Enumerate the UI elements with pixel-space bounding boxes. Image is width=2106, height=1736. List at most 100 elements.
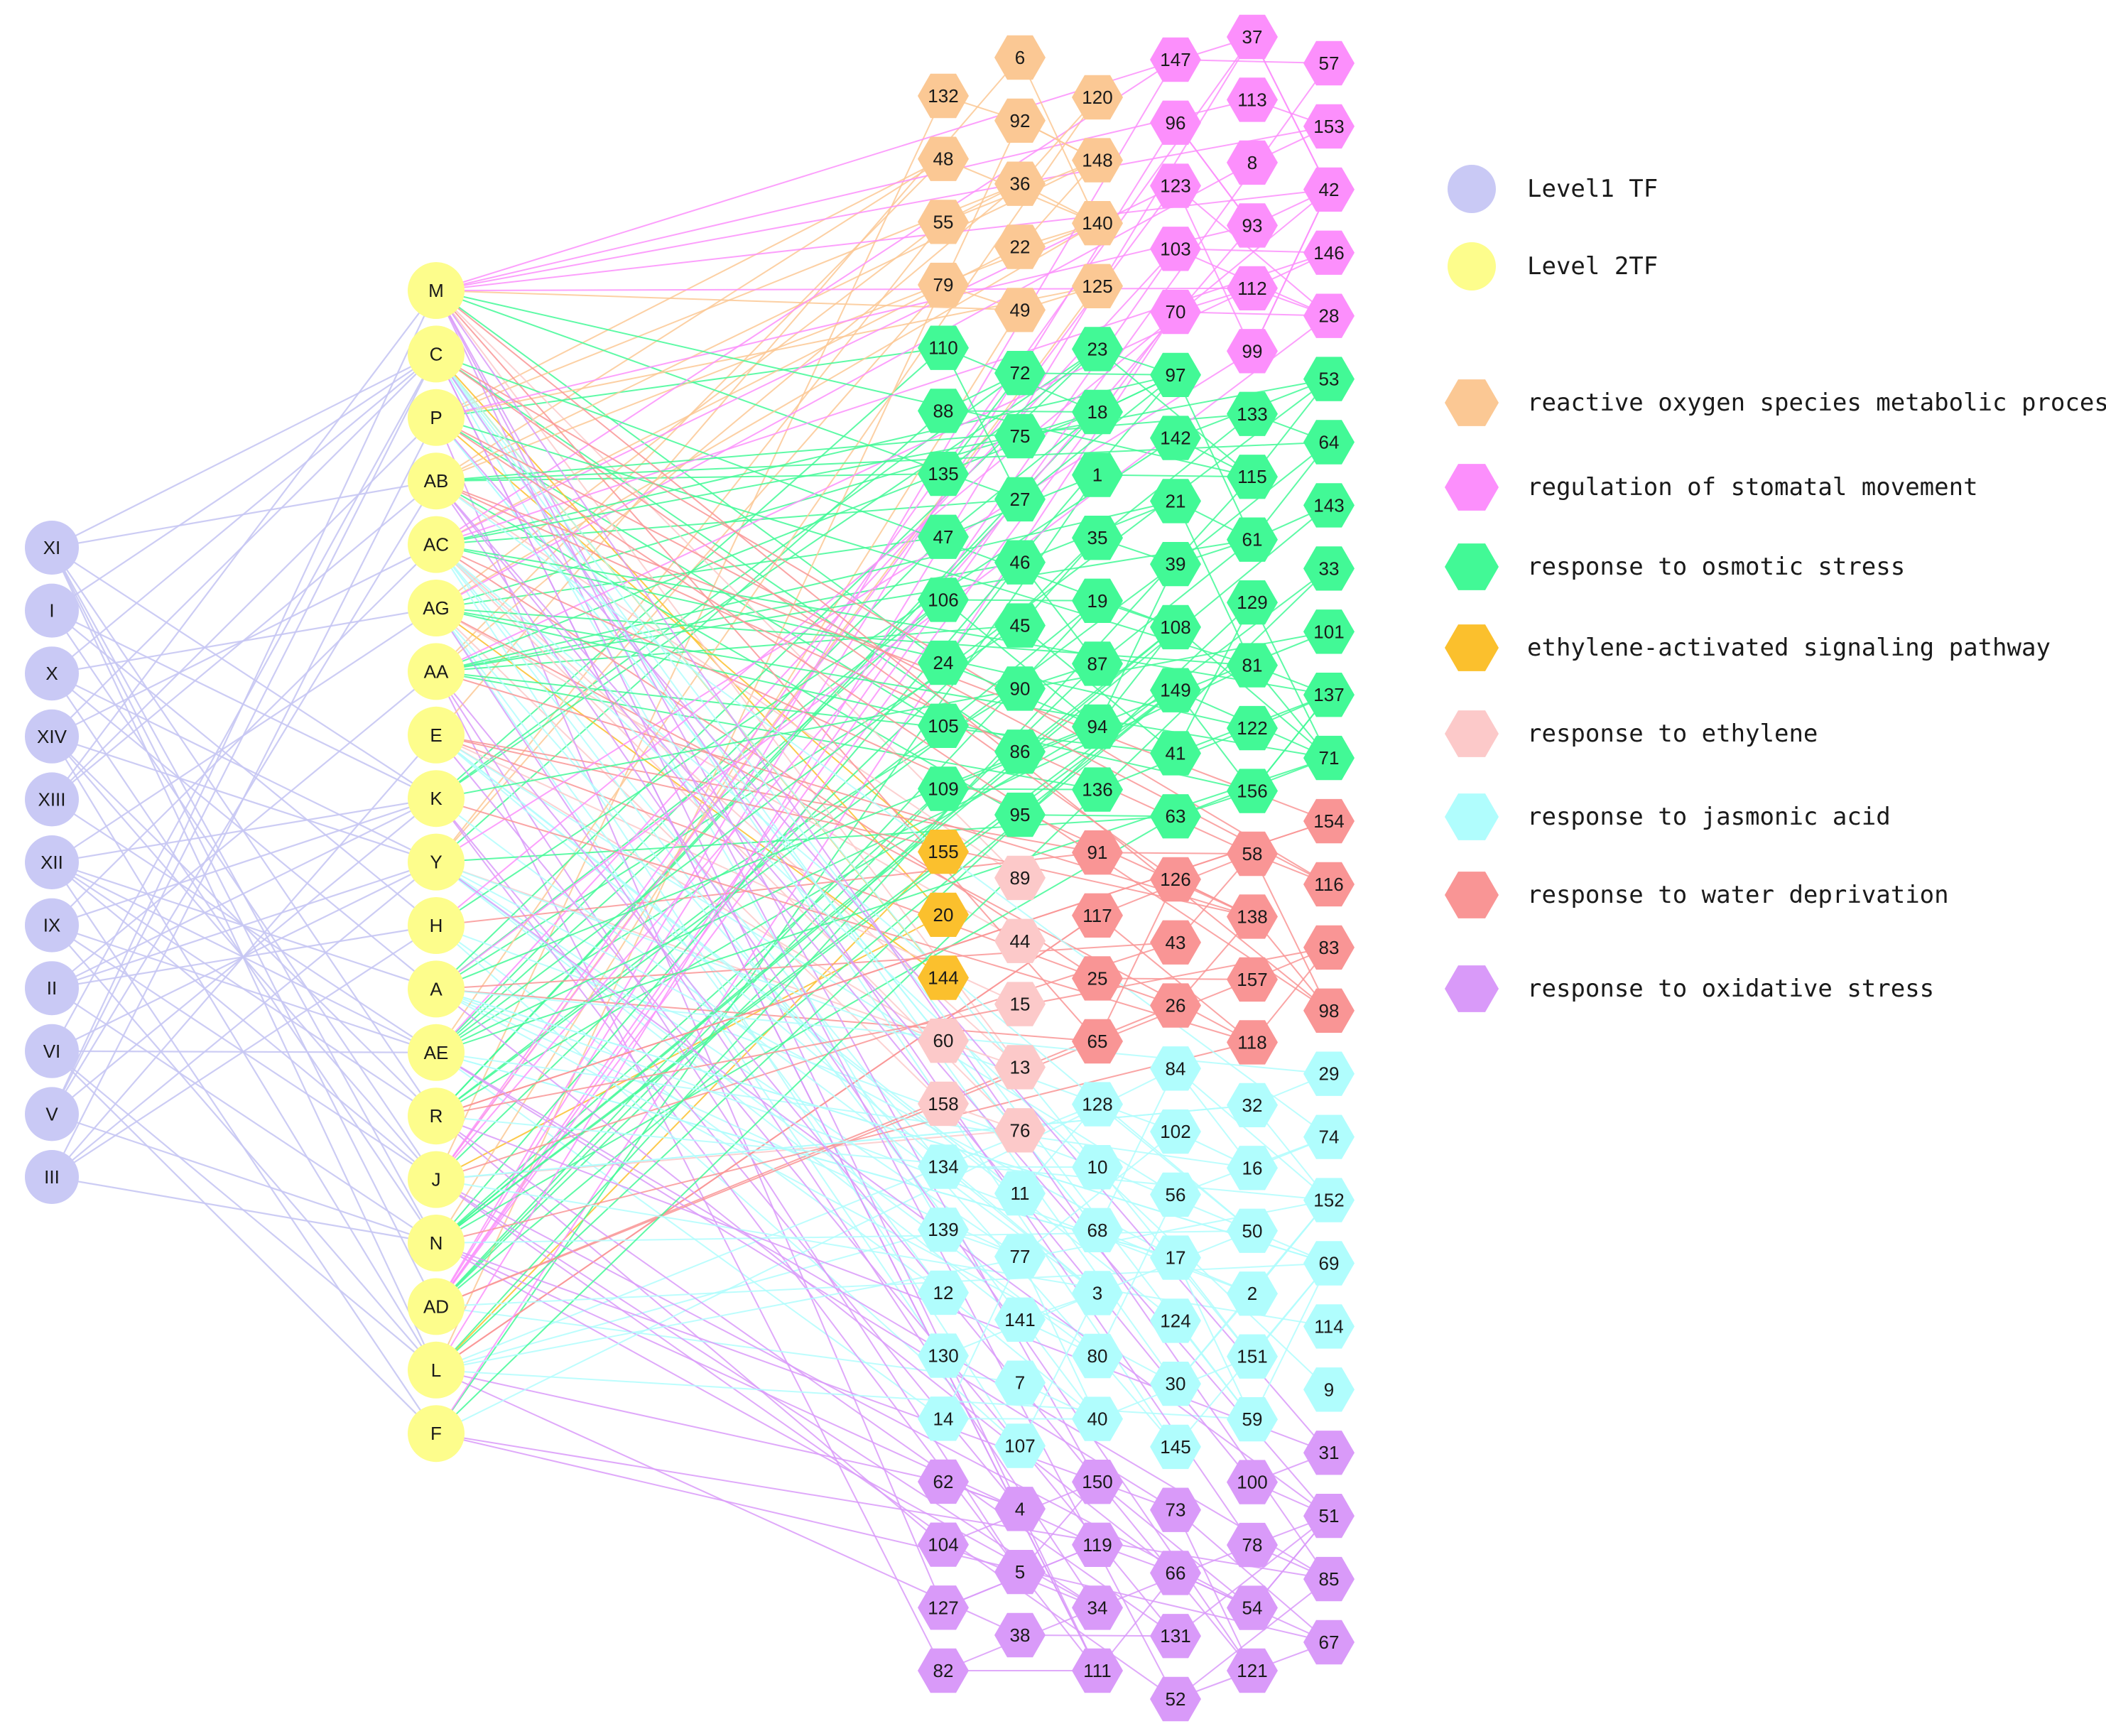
target-node-108[interactable]: 108: [1150, 604, 1201, 650]
target-node-16[interactable]: 16: [1227, 1146, 1278, 1190]
target-node-155[interactable]: 155: [918, 830, 969, 874]
level2-tf-k[interactable]: K: [408, 770, 465, 828]
level2-tf-a[interactable]: A: [408, 960, 465, 1018]
target-node-14[interactable]: 14: [918, 1396, 969, 1441]
target-node-33[interactable]: 33: [1303, 546, 1355, 591]
target-node-152[interactable]: 152: [1303, 1178, 1355, 1222]
target-node-128[interactable]: 128: [1072, 1082, 1123, 1127]
target-node-132[interactable]: 132: [918, 73, 969, 119]
target-node-45[interactable]: 45: [994, 603, 1046, 648]
target-node-94[interactable]: 94: [1072, 704, 1123, 749]
target-node-59[interactable]: 59: [1227, 1397, 1278, 1442]
target-node-150[interactable]: 150: [1072, 1460, 1123, 1504]
target-node-48[interactable]: 48: [918, 136, 969, 181]
target-node-117[interactable]: 117: [1072, 893, 1123, 938]
target-node-72[interactable]: 72: [994, 351, 1046, 396]
target-node-123[interactable]: 123: [1150, 163, 1201, 208]
target-node-82[interactable]: 82: [918, 1648, 969, 1693]
target-node-52[interactable]: 52: [1150, 1676, 1201, 1722]
target-node-21[interactable]: 21: [1150, 479, 1201, 523]
target-node-80[interactable]: 80: [1072, 1333, 1123, 1379]
target-node-105[interactable]: 105: [918, 703, 969, 748]
target-node-78[interactable]: 78: [1227, 1522, 1278, 1568]
target-node-39[interactable]: 39: [1150, 542, 1201, 587]
level2-tf-j[interactable]: J: [408, 1151, 465, 1208]
target-node-140[interactable]: 140: [1072, 201, 1123, 246]
target-node-122[interactable]: 122: [1227, 705, 1278, 751]
target-node-58[interactable]: 58: [1227, 831, 1278, 877]
target-node-44[interactable]: 44: [994, 918, 1046, 963]
target-node-5[interactable]: 5: [994, 1550, 1046, 1595]
level1-tf-x[interactable]: X: [25, 646, 79, 701]
target-node-146[interactable]: 146: [1303, 230, 1355, 275]
target-node-4[interactable]: 4: [994, 1487, 1046, 1531]
target-node-43[interactable]: 43: [1150, 920, 1201, 965]
target-node-2[interactable]: 2: [1227, 1271, 1278, 1316]
target-node-86[interactable]: 86: [994, 729, 1046, 774]
level2-tf-ag[interactable]: AG: [408, 580, 465, 636]
target-node-51[interactable]: 51: [1303, 1494, 1355, 1539]
target-node-148[interactable]: 148: [1072, 138, 1123, 183]
target-node-32[interactable]: 32: [1227, 1083, 1278, 1127]
target-node-34[interactable]: 34: [1072, 1585, 1123, 1630]
target-node-147[interactable]: 147: [1150, 37, 1201, 82]
level1-tf-xi[interactable]: XI: [25, 521, 79, 575]
target-node-54[interactable]: 54: [1227, 1585, 1278, 1630]
level1-tf-xiv[interactable]: XIV: [25, 709, 79, 764]
target-node-133[interactable]: 133: [1227, 391, 1278, 436]
level2-tf-aa[interactable]: AA: [408, 643, 465, 700]
target-node-88[interactable]: 88: [918, 389, 969, 433]
level1-tf-ix[interactable]: IX: [25, 898, 79, 953]
target-node-8[interactable]: 8: [1227, 140, 1278, 185]
target-node-139[interactable]: 139: [918, 1208, 969, 1252]
level1-tf-vi[interactable]: VI: [25, 1024, 79, 1078]
target-node-24[interactable]: 24: [918, 640, 969, 685]
target-node-38[interactable]: 38: [994, 1612, 1046, 1658]
target-node-75[interactable]: 75: [994, 413, 1046, 459]
target-node-113[interactable]: 113: [1227, 77, 1278, 122]
target-node-127[interactable]: 127: [918, 1585, 969, 1630]
target-node-136[interactable]: 136: [1072, 767, 1123, 812]
target-node-121[interactable]: 121: [1227, 1648, 1278, 1693]
target-node-112[interactable]: 112: [1227, 266, 1278, 310]
target-node-97[interactable]: 97: [1150, 352, 1201, 397]
level1-tf-i[interactable]: I: [25, 583, 79, 638]
target-node-26[interactable]: 26: [1150, 983, 1201, 1028]
target-node-9[interactable]: 9: [1303, 1367, 1355, 1412]
target-node-118[interactable]: 118: [1227, 1020, 1278, 1065]
target-node-131[interactable]: 131: [1150, 1614, 1201, 1659]
target-node-98[interactable]: 98: [1303, 988, 1355, 1033]
level2-tf-c[interactable]: C: [408, 325, 465, 383]
target-node-70[interactable]: 70: [1150, 289, 1201, 335]
target-node-111[interactable]: 111: [1072, 1648, 1123, 1693]
target-node-151[interactable]: 151: [1227, 1334, 1278, 1379]
target-node-30[interactable]: 30: [1150, 1362, 1201, 1406]
target-node-137[interactable]: 137: [1303, 673, 1355, 717]
target-node-53[interactable]: 53: [1303, 357, 1355, 401]
target-node-85[interactable]: 85: [1303, 1556, 1355, 1602]
target-node-84[interactable]: 84: [1150, 1046, 1201, 1091]
target-node-19[interactable]: 19: [1072, 578, 1123, 623]
target-node-134[interactable]: 134: [918, 1144, 969, 1189]
target-node-12[interactable]: 12: [918, 1270, 969, 1315]
level2-tf-m[interactable]: M: [408, 262, 465, 319]
target-node-144[interactable]: 144: [918, 955, 969, 1000]
target-node-79[interactable]: 79: [918, 262, 969, 308]
target-node-107[interactable]: 107: [994, 1423, 1046, 1468]
target-node-67[interactable]: 67: [1303, 1620, 1355, 1665]
target-node-76[interactable]: 76: [994, 1108, 1046, 1153]
target-node-55[interactable]: 55: [918, 200, 969, 244]
target-node-145[interactable]: 145: [1150, 1424, 1201, 1470]
target-node-116[interactable]: 116: [1303, 862, 1355, 907]
target-node-20[interactable]: 20: [918, 892, 969, 937]
target-node-154[interactable]: 154: [1303, 798, 1355, 844]
level2-tf-h[interactable]: H: [408, 897, 465, 954]
target-node-135[interactable]: 135: [918, 451, 969, 497]
level2-tf-f[interactable]: F: [408, 1405, 465, 1463]
target-node-18[interactable]: 18: [1072, 389, 1123, 435]
target-node-101[interactable]: 101: [1303, 609, 1355, 654]
target-node-28[interactable]: 28: [1303, 293, 1355, 338]
target-node-115[interactable]: 115: [1227, 455, 1278, 499]
level2-tf-y[interactable]: Y: [408, 833, 465, 891]
target-node-124[interactable]: 124: [1150, 1298, 1201, 1343]
